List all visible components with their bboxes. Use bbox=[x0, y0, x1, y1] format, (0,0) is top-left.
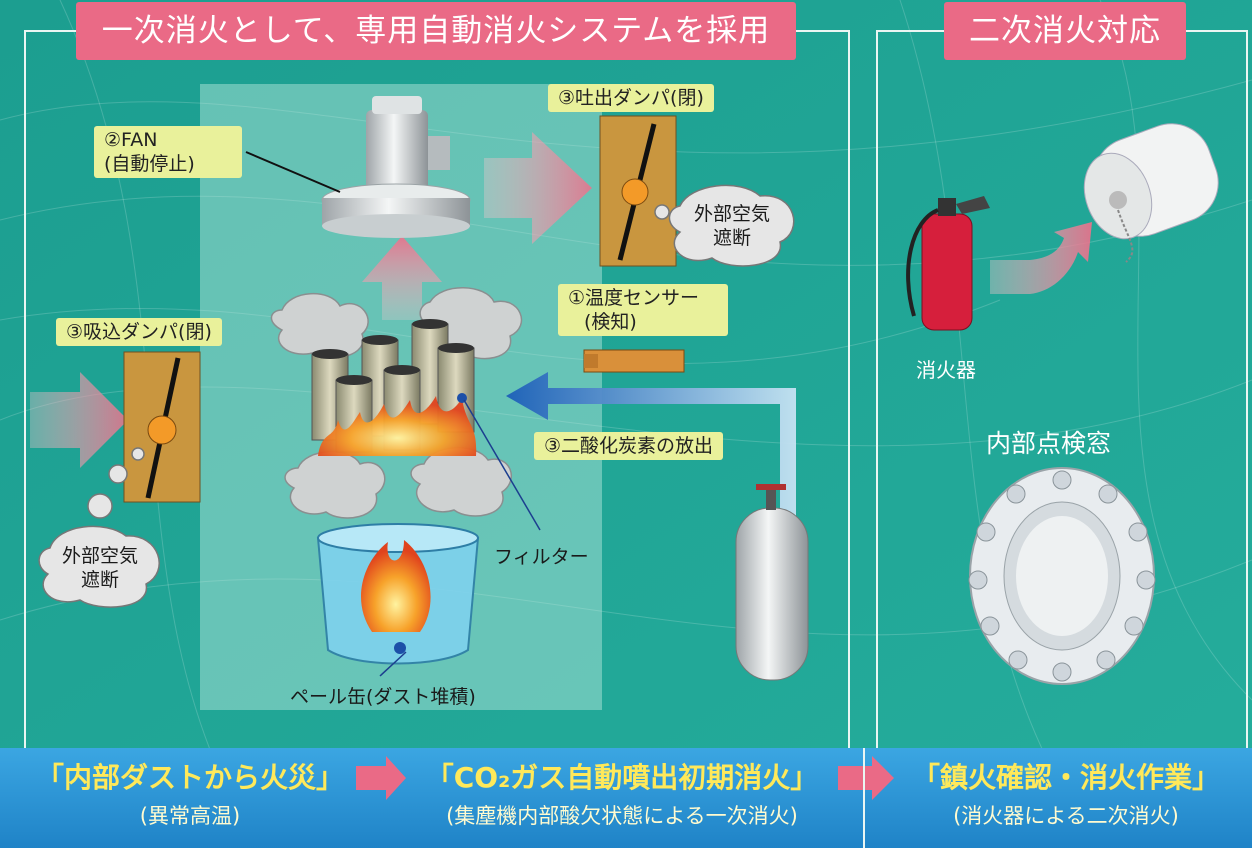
inspection-window-label: 内部点検窓 bbox=[986, 429, 1112, 458]
fire-extinguisher-icon bbox=[906, 196, 990, 331]
exhaust-damper-label: ③吐出ダンパ(閉) bbox=[548, 84, 714, 112]
outside-air-right-line1: 外部空気 bbox=[693, 203, 770, 225]
filter-label: フィルター bbox=[494, 546, 589, 568]
secondary-title: 二次消火対応 bbox=[944, 2, 1186, 60]
process-arrow-2 bbox=[838, 756, 894, 800]
intake-airflow-arrow bbox=[30, 372, 128, 468]
pail-can-icon bbox=[316, 523, 480, 665]
temp-sensor-line1: ①温度センサー bbox=[568, 287, 700, 309]
process-flow-band bbox=[0, 748, 1252, 848]
fan-motor-icon bbox=[321, 96, 471, 238]
step1-sub: (異常高温) bbox=[139, 804, 241, 828]
step2-main: 「CO₂ガス自動噴出初期消火」 bbox=[425, 761, 819, 794]
secondary-flow-arrow bbox=[990, 222, 1092, 294]
fan-label-line2: (自動停止) bbox=[104, 153, 195, 175]
exhaust-damper-icon bbox=[599, 115, 677, 267]
extinguisher-label: 消火器 bbox=[916, 358, 976, 382]
outside-air-left-line2: 遮断 bbox=[80, 569, 119, 591]
step2-sub: (集塵機内部酸欠状態による一次消火) bbox=[446, 804, 798, 828]
outside-air-right-line2: 遮断 bbox=[712, 227, 751, 249]
primary-title: 一次消火として、専用自動消火システムを採用 bbox=[76, 2, 796, 60]
step1-main: 「内部ダストから火災」 bbox=[35, 761, 344, 794]
intake-damper-label: ③吸込ダンパ(閉) bbox=[56, 318, 222, 346]
temp-sensor-label: ①温度センサー (検知) bbox=[558, 284, 728, 336]
step3-sub: (消火器による二次消火) bbox=[953, 804, 1179, 828]
pail-can-label: ペール缶(ダスト堆積) bbox=[290, 686, 476, 708]
fan-label-line1: ②FAN bbox=[104, 129, 158, 151]
intake-damper-icon bbox=[123, 351, 201, 503]
fan-label: ②FAN (自動停止) bbox=[94, 126, 242, 178]
inspection-window-icon bbox=[969, 467, 1155, 685]
upward-airflow-arrow bbox=[362, 236, 442, 320]
fire-icon bbox=[318, 396, 477, 456]
outside-air-right-text: 外部空気 遮断 bbox=[692, 202, 772, 250]
filter-cartridge-icon bbox=[311, 319, 475, 453]
outside-air-left-line1: 外部空気 bbox=[61, 545, 138, 567]
outside-air-left-text: 外部空気 遮断 bbox=[60, 544, 140, 592]
co2-release-arrow bbox=[506, 372, 796, 540]
step3-main: 「鎮火確認・消火作業」 bbox=[911, 761, 1220, 794]
outside-air-bubble-right bbox=[668, 184, 795, 267]
thermo-sensor-icon bbox=[583, 349, 685, 373]
co2-release-label: ③二酸化炭素の放出 bbox=[534, 432, 724, 460]
inspection-cap-icon bbox=[1083, 123, 1219, 263]
process-flow-arrows bbox=[356, 748, 894, 848]
exhaust-airflow-arrow bbox=[484, 132, 592, 244]
co2-cylinder-icon bbox=[735, 484, 809, 681]
temp-sensor-line2: (検知) bbox=[584, 311, 637, 333]
smoke-cloud-icon bbox=[270, 287, 523, 519]
outside-air-bubble-left bbox=[38, 525, 160, 608]
process-arrow-1 bbox=[356, 756, 406, 800]
